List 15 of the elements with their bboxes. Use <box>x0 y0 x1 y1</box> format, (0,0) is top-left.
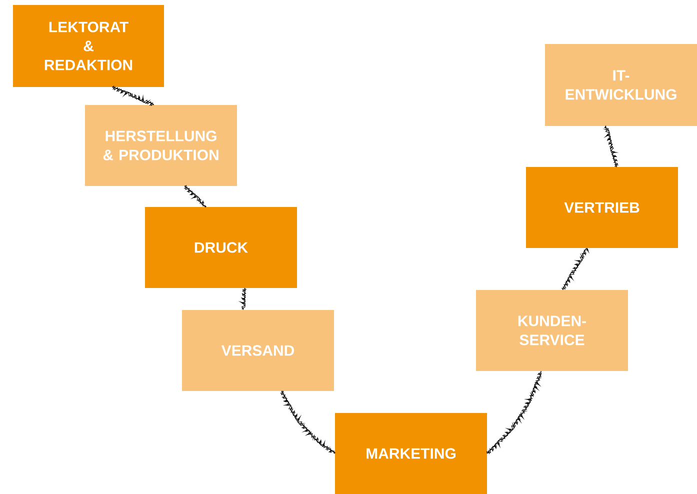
chain-connector <box>562 248 590 290</box>
process-box: IT-ENTWICKLUNG <box>545 44 697 126</box>
chain-connector <box>112 86 154 106</box>
chain-connector <box>238 288 247 310</box>
chain-connector <box>602 125 619 168</box>
chain-connector <box>486 370 542 454</box>
process-box: HERSTELLUNG & PRODUKTION <box>85 105 237 186</box>
process-box: VERSAND <box>182 310 334 391</box>
process-box: KUNDEN-SERVICE <box>476 290 628 371</box>
process-box: VERTRIEB <box>526 166 678 248</box>
process-box: LEKTORAT & REDAKTION <box>13 4 164 87</box>
process-box: MARKETING <box>335 412 487 494</box>
process-box: DRUCK <box>145 206 297 288</box>
chain-connector <box>280 390 336 454</box>
chain-connector <box>184 185 206 208</box>
